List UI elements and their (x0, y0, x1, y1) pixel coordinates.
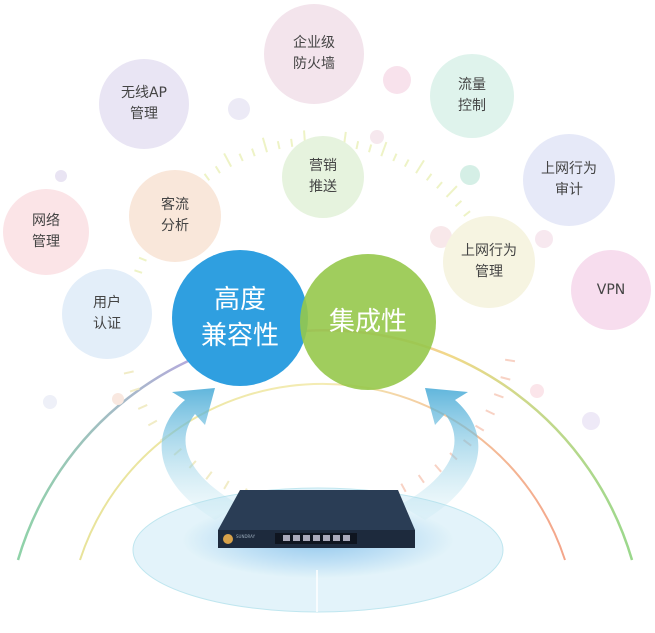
port-icon (333, 535, 340, 541)
core-compatibility-line1: 高度 (213, 285, 266, 315)
tick (138, 256, 147, 262)
port-icon (343, 535, 350, 541)
feature-wireless-ap: 无线AP 管理 (99, 59, 189, 149)
tick (504, 358, 516, 363)
feature-marketing-push: 营销推送 (282, 136, 364, 218)
feature-label: 管理 (32, 234, 60, 250)
tick (436, 181, 443, 189)
arrow-right-icon (400, 388, 479, 520)
port-icon (323, 535, 330, 541)
tick (238, 153, 244, 162)
feature-label: 认证 (93, 316, 121, 332)
tick (392, 153, 398, 162)
middle-arc (79, 382, 566, 561)
tick (214, 165, 221, 174)
feature-internet-mgmt: 上网行为管理 (443, 216, 535, 308)
feature-label: 审计 (555, 182, 583, 198)
feature-label: 推送 (309, 179, 337, 195)
feature-label: 上网行为 (541, 161, 597, 177)
tick (205, 471, 213, 480)
tick (417, 474, 425, 484)
feature-customer-flow: 客流分析 (129, 170, 221, 262)
feature-label: 上网行为 (461, 243, 517, 259)
tick (445, 185, 458, 198)
tick (290, 138, 294, 147)
tick (380, 141, 388, 157)
feature-user-auth: 用户认证 (62, 269, 152, 359)
tick (425, 173, 433, 181)
tick (400, 483, 407, 493)
port-icon (313, 535, 320, 541)
feature-label: 网络 (32, 213, 60, 229)
port-icon (283, 535, 290, 541)
feature-label: 营销 (309, 158, 337, 174)
tick (134, 269, 143, 274)
core-integration-label: 集成性 (328, 307, 407, 337)
core-compatibility-line2: 兼容性 (200, 321, 279, 351)
tick (355, 141, 360, 150)
device-icon (218, 490, 415, 548)
tick (415, 159, 425, 174)
tick (493, 393, 504, 399)
tick (434, 464, 442, 473)
port-icon (303, 535, 310, 541)
feature-firewall: 企业级防火墙 (264, 4, 364, 104)
tick (251, 148, 256, 157)
feature-network-mgmt: 网络管理 (3, 189, 89, 275)
tick (463, 210, 471, 217)
tick (137, 404, 148, 410)
tick (203, 173, 211, 181)
feature-label: 企业级 (293, 35, 335, 51)
feature-label: 控制 (458, 98, 486, 114)
tick (276, 141, 281, 150)
device-brand: SUNDRAY (236, 534, 256, 539)
feature-traffic-control: 流量控制 (430, 54, 514, 138)
tick (147, 419, 158, 427)
arrow-left-icon (161, 388, 240, 520)
feature-label: 防火墙 (293, 56, 335, 72)
feature-label: VPN (596, 281, 626, 298)
tick (474, 424, 485, 432)
tick (403, 159, 410, 168)
tick (123, 370, 134, 375)
feature-label: 流量 (458, 77, 486, 93)
tick (261, 137, 268, 153)
core-integration: 集成性 (300, 254, 436, 390)
tick (454, 200, 463, 207)
feature-label: 管理 (130, 106, 158, 122)
feature-label: 分析 (161, 218, 189, 234)
tick (500, 376, 511, 381)
tick (485, 409, 496, 416)
tick (223, 480, 230, 490)
tick (223, 152, 233, 168)
feature-label: 客流 (161, 197, 189, 213)
feature-label: 用户 (93, 295, 121, 311)
feature-label: 无线AP (120, 85, 168, 101)
port-icon (293, 535, 300, 541)
tick (368, 144, 373, 153)
feature-internet-audit: 上网行为审计 (523, 134, 615, 226)
core-compatibility: 高度 兼容性 (172, 250, 308, 386)
tick (129, 387, 140, 393)
feature-vpn: VPN (571, 250, 651, 330)
feature-label: 管理 (475, 264, 503, 280)
